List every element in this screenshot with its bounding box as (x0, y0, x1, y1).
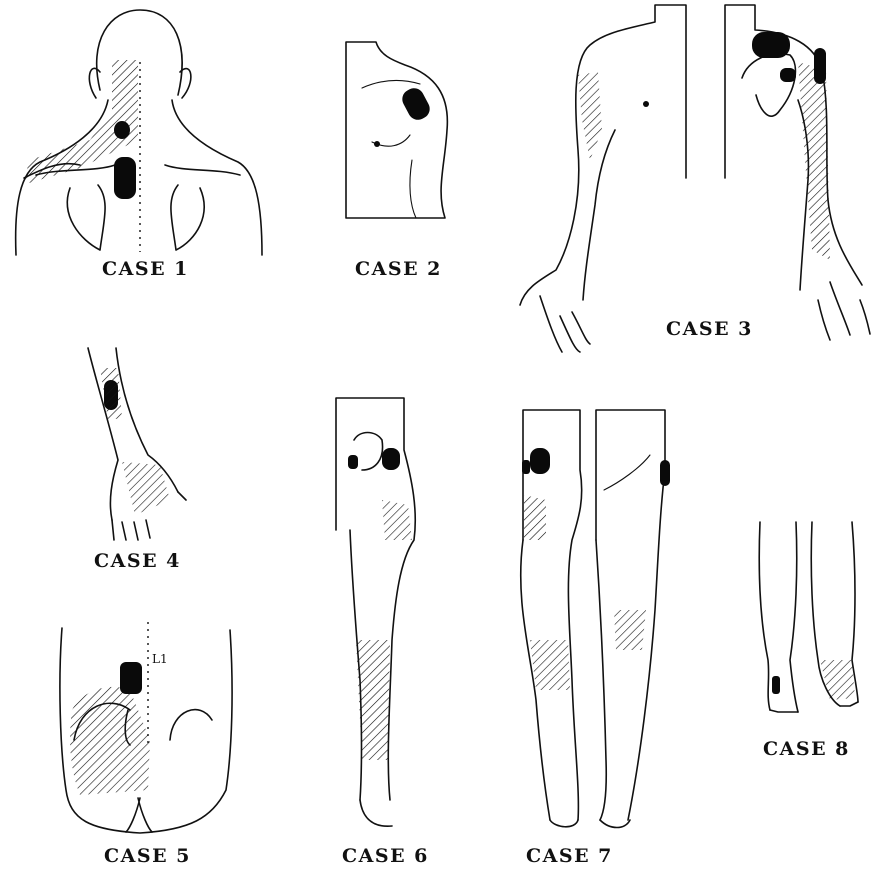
case-label-8: CASE 8 (763, 738, 850, 760)
vertebra-annotation-l1: L1 (152, 652, 168, 666)
case-8-drawing (759, 522, 858, 712)
case-label-7: CASE 7 (526, 845, 613, 867)
case-label-2: CASE 2 (355, 258, 442, 280)
case-1-drawing (16, 10, 262, 255)
case-label-6: CASE 6 (342, 845, 429, 867)
case-7-drawing (521, 410, 670, 828)
case-4-drawing (88, 348, 186, 540)
case-6-drawing (336, 398, 415, 826)
case-label-5: CASE 5 (104, 845, 191, 867)
case-3-drawing (520, 5, 870, 352)
case-5-drawing (60, 622, 232, 833)
case-label-1: CASE 1 (102, 258, 189, 280)
case-2-drawing (346, 42, 447, 218)
case-label-3: CASE 3 (666, 318, 753, 340)
case-label-4: CASE 4 (94, 550, 181, 572)
